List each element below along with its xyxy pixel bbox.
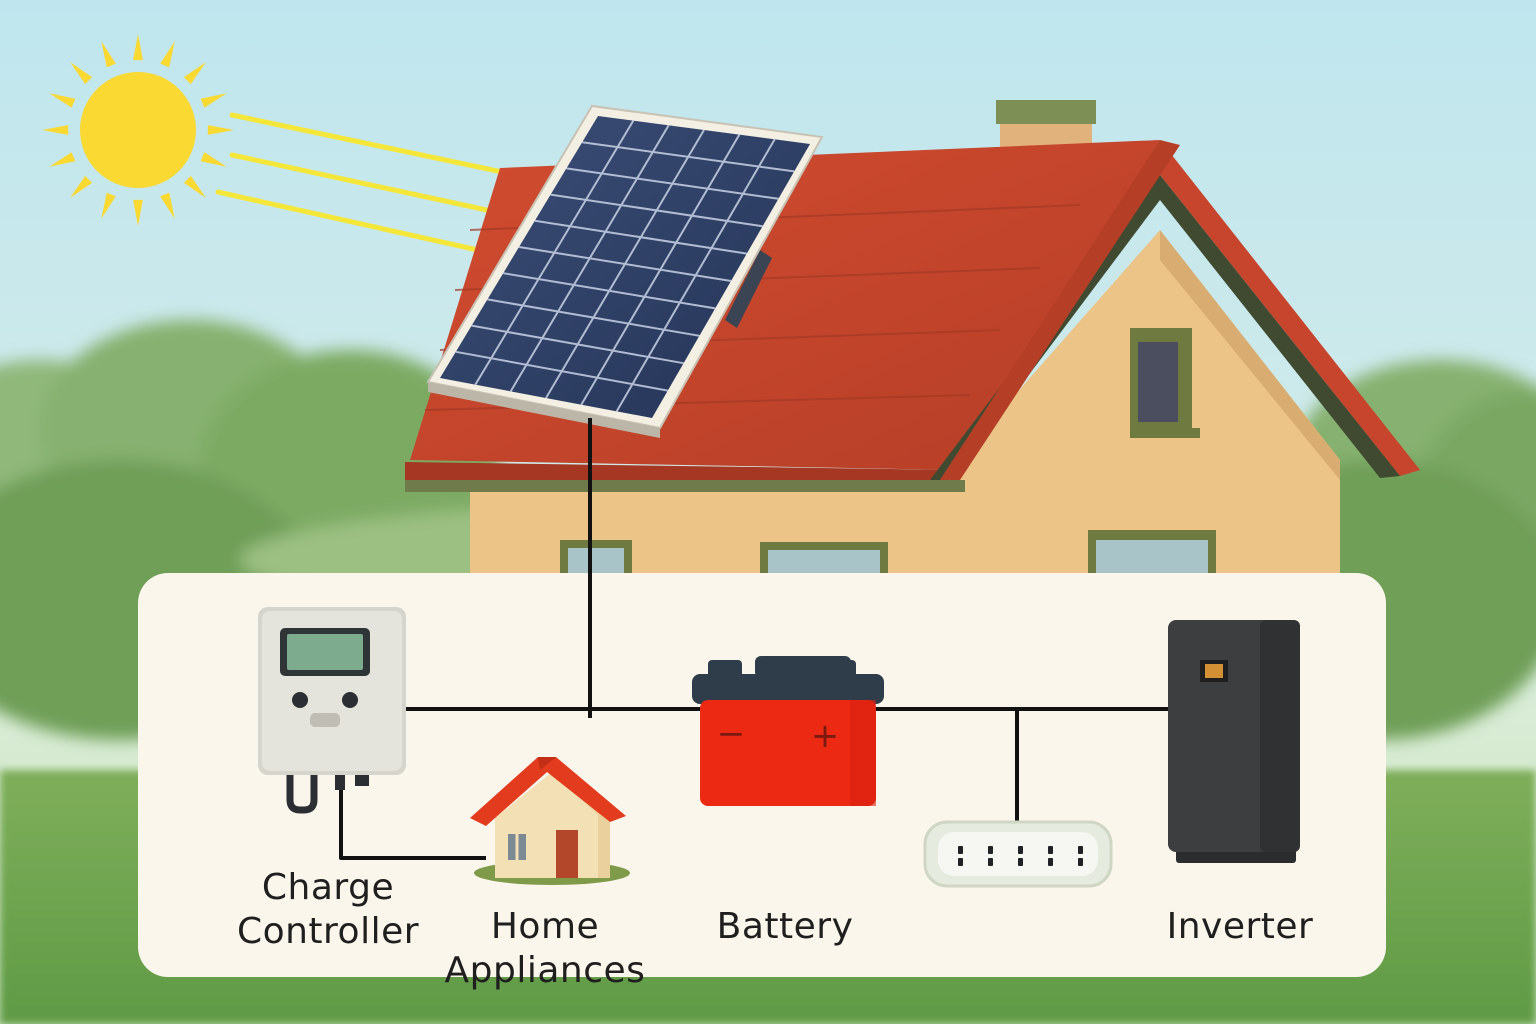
panel-grid-line xyxy=(550,193,763,228)
charge-controller-icon xyxy=(258,607,406,814)
sun-ray xyxy=(160,192,175,219)
sun-ray xyxy=(183,62,206,85)
wiring xyxy=(339,418,1170,860)
socket-slot xyxy=(1018,846,1023,854)
power-strip-icon xyxy=(923,820,1113,888)
socket-slot xyxy=(958,858,963,866)
panel-grid-line xyxy=(455,350,668,392)
inverter-label: Inverter xyxy=(1166,906,1314,947)
battery-icon xyxy=(692,656,884,806)
home-appliances-label-line-2: Appliances xyxy=(444,950,646,991)
sun-ray xyxy=(133,199,143,226)
home-appliances-label: Home Appliances xyxy=(430,905,660,993)
inverter-icon xyxy=(1168,620,1300,863)
sun-ray xyxy=(200,93,227,108)
sun-ray xyxy=(183,175,206,198)
sun-ray xyxy=(49,152,76,167)
panel-grid-line xyxy=(503,272,716,310)
panel-grid-line xyxy=(471,324,684,365)
sun-ray xyxy=(101,41,116,68)
sun-ray xyxy=(70,62,93,85)
battery-label: Battery xyxy=(716,906,854,947)
socket-slot xyxy=(1078,858,1083,866)
charge-controller-label: Charge Controller xyxy=(228,866,428,954)
charge-controller-label-line-1: Charge xyxy=(261,867,395,908)
socket-slot xyxy=(1048,846,1053,854)
socket-slot xyxy=(1078,846,1083,854)
sun-ray xyxy=(101,192,116,219)
socket-slot xyxy=(988,846,993,854)
sun-ray xyxy=(49,93,76,108)
home-appliances-icon xyxy=(470,757,630,885)
socket-slot xyxy=(988,858,993,866)
solar-panel-icon xyxy=(426,104,824,438)
battery-negative-terminal: − xyxy=(717,714,746,754)
home-appliances-label-line-1: Home xyxy=(490,906,600,947)
sun-ray xyxy=(42,125,69,135)
sun-ray xyxy=(200,152,227,167)
panel-grid-line xyxy=(582,141,795,173)
sun-ray xyxy=(207,125,234,135)
socket-slot xyxy=(958,846,963,854)
charge-controller-label-line-2: Controller xyxy=(236,911,420,952)
socket-slot xyxy=(1018,858,1023,866)
sun-ray xyxy=(160,41,175,68)
sun-ray xyxy=(70,175,93,198)
sun-ray xyxy=(133,34,143,61)
panel-grid-line xyxy=(534,219,747,255)
panel-grid-line xyxy=(518,246,732,282)
panel-grid-line xyxy=(487,298,700,337)
socket-slot xyxy=(1048,858,1053,866)
battery-positive-terminal: + xyxy=(811,716,840,756)
panel-grid-line xyxy=(566,167,779,200)
sun-icon xyxy=(42,34,234,226)
